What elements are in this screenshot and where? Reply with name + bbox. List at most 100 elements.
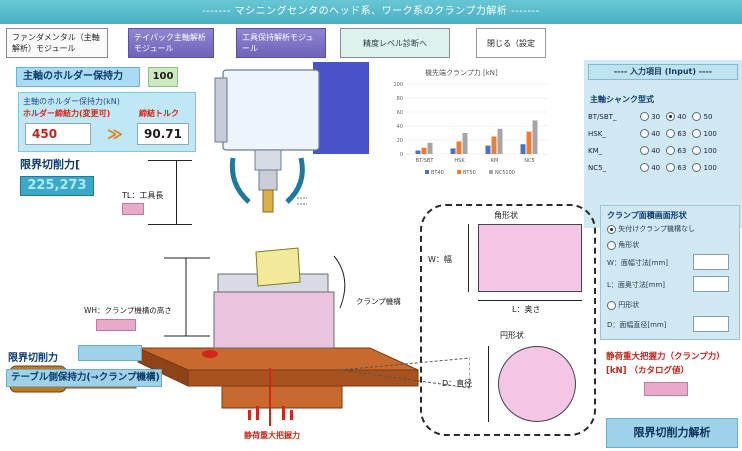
x-tick-label: NC5 [524,158,534,164]
close-button[interactable]: 閉じる（設定用） [476,28,546,58]
analyze-button[interactable]: 限界切削力解析 [606,418,738,448]
shank-radio[interactable] [640,112,649,121]
d-side-label: D：直径 [442,379,473,388]
legend-swatch [489,170,493,174]
workpiece-block [255,247,301,287]
d-label: D：面幅直径[mm] [607,321,667,329]
radio-no-clamp[interactable] [607,224,616,234]
clamp-arc-right [285,157,305,204]
shank-radio[interactable] [692,112,702,121]
chart-title: 機先端クランプ力 [kN] [425,69,498,77]
shank-option-label: 100 [701,147,717,155]
shank-radio[interactable] [692,146,702,155]
shank-row-label: NC5_ [588,164,607,172]
shank-radio[interactable] [640,163,649,172]
x-tick-label: HSK [454,158,465,164]
shank-row-label: HSK_ [588,130,606,138]
d-input[interactable] [693,316,729,332]
radio-circle[interactable] [607,300,616,310]
l-side-label: L：奥さ [512,305,541,314]
worktable-drawing [9,247,470,426]
wh-label: WH：クランプ機構の高さ [84,306,172,315]
shank-radio[interactable] [640,146,649,155]
option-no-clamp-label: 矢付けクランプ機構なし [618,225,696,233]
precision-level-label: 精度レベル診断へ [363,39,427,48]
w-dimension-line [468,224,469,292]
shank-option-label: 40 [675,113,687,121]
input-panel: ---- 入力項目 (Input) ---- 主軸シャンク型式 BT/SBT_ … [584,60,742,228]
clamp-mechanism [213,291,335,349]
holder-force-label: 主軸のホルダー保持力 [16,67,140,87]
clamp-panel-title: クランプ面積画面形状 [607,211,687,220]
spindle-head [222,69,320,151]
taper-module-button[interactable]: テイパック主軸解析モジュール [128,28,214,58]
shank-row: BT/SBT_ 30 40 50 [588,112,738,122]
holder-sub-label: 主軸のホルダー保持力(kN) [23,97,120,106]
tl-input[interactable] [122,203,144,215]
legend-label: BT50 [463,170,476,176]
head-side-plate [214,77,228,143]
y-tick-label: 80 [397,96,403,102]
shank-radio[interactable] [666,146,676,155]
x-tick-label: BT/SBT [416,158,435,164]
shank-option-label: 100 [701,164,717,172]
fundamental-module-label: ファンダメンタル（主軸解析）モジュール [12,33,100,53]
shank-radio[interactable] [692,163,702,172]
l-input[interactable] [693,276,729,292]
shank-radio[interactable] [692,129,702,138]
clamp-shape-panel: クランプ面積画面形状 矢付けクランプ機構なし 角形状 W：面幅寸法[mm] L：… [600,205,740,340]
tool-holding-module-label: 工具保持解析モジュール [242,33,314,53]
shank-radio[interactable] [666,129,676,138]
bar [526,131,532,154]
shank-radio[interactable] [666,163,676,172]
d-dimension-line [488,346,489,422]
l-label: L：面奥寸法[mm] [607,281,665,289]
column-block [313,62,369,154]
bar [497,128,503,154]
shank-type-label: 主軸シャンク型式 [590,95,654,104]
tl-bottom-line [148,224,192,225]
square-shape [478,224,582,292]
bar [520,144,526,154]
bar [491,136,497,154]
static-force-arrows [248,406,293,420]
tl-label: TL：工具長 [122,191,164,200]
shank-radio[interactable] [666,112,676,121]
shank-row-label: KM_ [588,147,603,155]
bar [427,142,433,154]
w-input[interactable] [693,254,729,270]
square-title: 角形状 [494,211,518,220]
spindle-nose [254,149,282,171]
legend-label: NC5100 [495,170,515,176]
tool-holder [258,169,278,191]
table-cut-value [78,345,142,361]
option-circle-label: 円形状 [618,301,640,309]
bar [532,120,538,154]
precision-level-button[interactable]: 精度レベル診断へ [340,28,450,58]
radio-square[interactable] [607,240,616,250]
bar [421,147,427,154]
fundamental-module-button[interactable]: ファンダメンタル（主軸解析）モジュール [6,28,108,58]
y-tick-label: 100 [393,82,403,88]
close-label: 閉じる（設定用） [487,39,535,48]
shank-option-label: 50 [701,113,713,121]
shank-row: NC5_ 40 63 100 [588,163,738,173]
shank-option-label: 40 [649,164,661,172]
shank-row: KM_ 40 63 100 [588,146,738,156]
table-hold-label: テーブル側保持力(→クランプ機構) [6,369,162,387]
circle-title: 円形状 [500,331,524,340]
tl-top-line [148,160,192,161]
clamp-arc-left [229,157,251,204]
wh-input[interactable] [96,319,136,331]
tool-holding-module-button[interactable]: 工具保持解析モジュール [236,28,326,58]
static-force-result-field [644,382,688,396]
circle-shape [498,346,576,422]
shank-option-label: 63 [675,130,687,138]
shank-option-label: 30 [649,113,661,121]
clamp-force-input[interactable]: 450 [25,123,91,145]
shank-radio[interactable] [640,129,649,138]
tool [262,189,274,213]
static-force-label: 静荷重大把握力 [244,431,300,440]
shank-row-label: BT/SBT_ [588,113,617,121]
